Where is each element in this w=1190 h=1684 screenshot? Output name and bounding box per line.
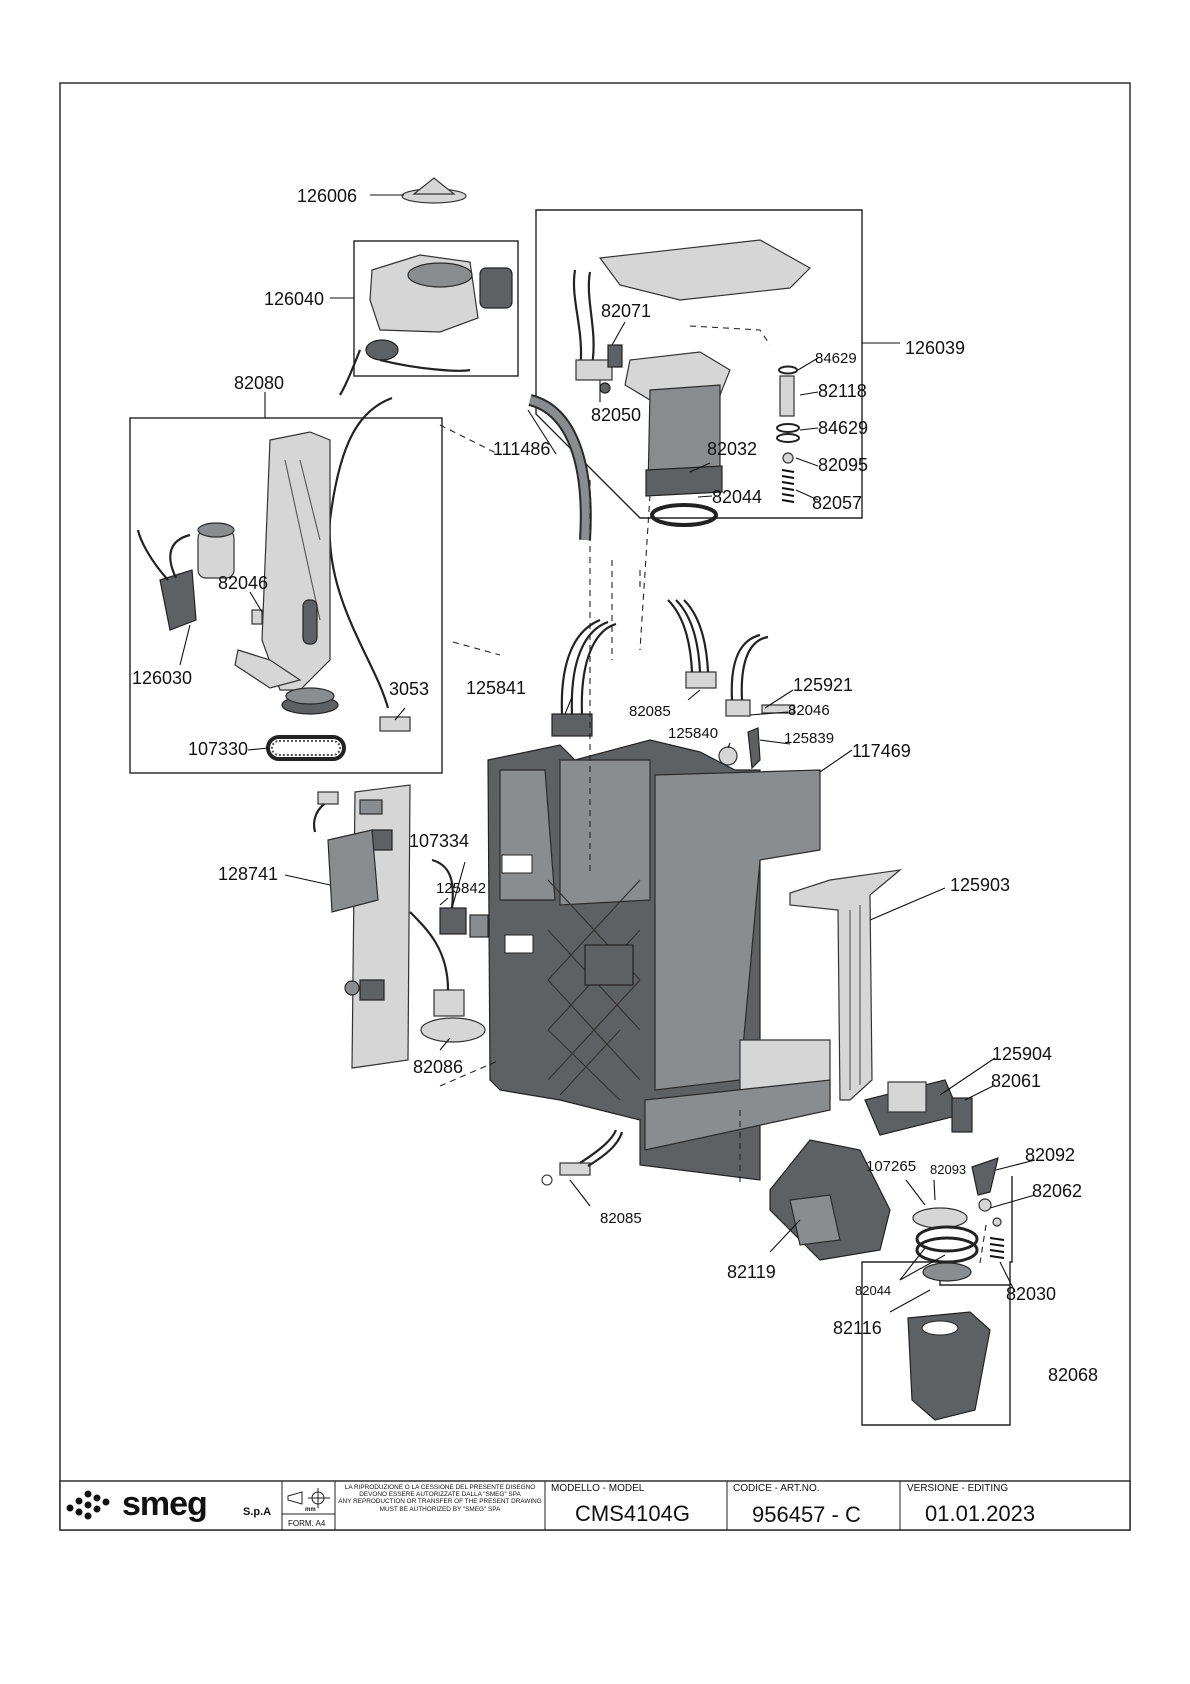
part-label-125921: 125921 [793,675,853,695]
part-label-82032: 82032 [707,439,757,459]
spring-125840 [718,746,738,766]
reproduction-notice: LA RIPRODUZIONE O LA CESSIONE DEL PRESEN… [338,1484,542,1513]
lever-125839 [747,727,761,770]
part-label-82095: 82095 [818,455,868,475]
unit-label: mm [305,1507,316,1513]
part-label-82085-bottom: 82085 [600,1210,642,1227]
svg-text:smeg: smeg [122,1485,207,1523]
part-label-82116: 82116 [833,1318,882,1338]
part-label-126006: 126006 [297,186,357,206]
connector-82085-bottom [541,1129,624,1186]
assembly-lines [439,325,987,1264]
part-label-82050: 82050 [591,405,641,425]
cap-126006 [401,177,467,204]
code-value: 956457 - C [752,1502,861,1527]
form-label: FORM. A4 [288,1519,326,1528]
part-label-125841: 125841 [466,678,526,698]
part-label-82044-boiler: 82044 [712,487,762,507]
latch-82061 [951,1097,973,1133]
part-label-82093: 82093 [930,1162,966,1177]
model-label: MODELLO - MODEL [551,1483,645,1494]
code-label: CODICE - ART.NO. [733,1483,820,1494]
part-label-125839: 125839 [784,730,834,747]
part-label-82061: 82061 [991,1071,1041,1091]
part-label-125903: 125903 [950,875,1010,895]
chassis-frame [487,739,831,1181]
part-label-82092: 82092 [1025,1145,1075,1165]
part-label-82071: 82071 [601,301,651,321]
part-label-82086: 82086 [413,1057,463,1077]
part-label-126040: 126040 [264,289,324,309]
part-label-111486: 111486 [493,439,550,459]
part-label-82068: 82068 [1048,1365,1098,1385]
part-label-128741: 128741 [218,864,278,884]
part-labels: 126006 126040 82080 82046 126030 3053 10… [132,186,1098,1385]
switch-107334 [431,858,489,938]
boiler-assembly [572,239,811,527]
part-label-82046-top: 82046 [788,702,830,719]
connector-block-125841 [551,618,617,737]
version-value: 01.01.2023 [925,1501,1035,1526]
part-label-82046-drive: 82046 [218,573,268,593]
part-label-3053: 3053 [389,679,429,699]
part-label-125840: 125840 [668,725,718,742]
part-label-82085-top: 82085 [629,703,671,720]
connector-82046-top [725,633,795,717]
part-label-126030: 126030 [132,668,192,688]
drive-assembly [136,431,411,732]
chute-82119 [769,1139,891,1261]
version-label: VERSIONE - EDITING [907,1483,1008,1494]
part-label-82118: 82118 [818,381,867,401]
connector-82085-top [667,599,717,689]
model-value: CMS4104G [575,1501,690,1526]
hose-111486 [528,394,592,541]
box-boiler-assembly [535,209,863,519]
part-label-126039: 126039 [905,338,965,358]
box-drive-assembly [129,417,443,774]
part-label-82057: 82057 [812,493,862,513]
projection-symbol-icon [287,1488,330,1508]
svg-text:S.p.A: S.p.A [243,1506,271,1518]
part-label-117469: 117469 [852,741,911,761]
part-label-82044-brew: 82044 [855,1283,891,1298]
grinder-assembly [328,254,513,709]
part-label-82030: 82030 [1006,1284,1056,1304]
part-label-84629-bottom: 84629 [818,418,868,438]
pressure-sensor-82086 [409,911,486,1043]
part-label-84629-top: 84629 [815,350,857,367]
part-label-82119: 82119 [727,1262,776,1282]
brewing-unit [907,1157,1005,1421]
part-label-107330: 107330 [188,739,248,759]
title-block: smeg S.p.A mm FORM. A4 LA RIPRODUZIONE O… [59,1480,1131,1531]
belt-107330 [266,735,346,761]
part-label-107334: 107334 [409,831,469,851]
leader-lines [179,194,1036,1313]
box-grinder-assembly [353,240,519,377]
smeg-logo: smeg S.p.A [66,1485,271,1523]
part-label-107265: 107265 [866,1158,916,1175]
part-label-125904: 125904 [992,1044,1052,1064]
part-label-82080: 82080 [234,373,284,393]
part-label-82062: 82062 [1032,1181,1082,1201]
panel-125903 [789,869,903,1101]
part-label-125842: 125842 [436,880,486,897]
pcb-128741 [313,784,411,1069]
bracket-125904 [864,1079,961,1136]
